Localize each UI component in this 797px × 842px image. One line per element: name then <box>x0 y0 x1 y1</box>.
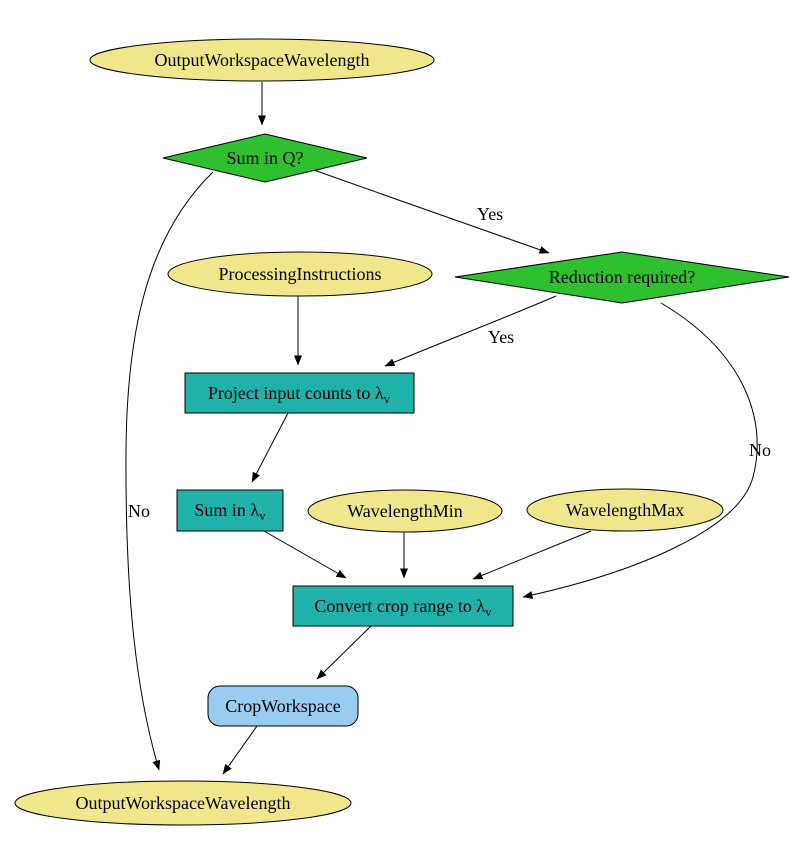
node-project-input-counts: Project input counts to λv <box>184 372 415 414</box>
edge-convert-to-cropworkspace <box>316 625 372 680</box>
edge-sum-in-q-yes-to-reduction <box>310 168 550 254</box>
node-output-workspace-top: OutputWorkspaceWavelength <box>89 38 435 82</box>
edge-sum-in-q-no-to-output-bottom <box>125 171 214 771</box>
node-crop-workspace-shape <box>207 685 359 727</box>
node-output-workspace-top-shape <box>89 38 435 82</box>
node-convert-crop-range-shape <box>292 585 514 627</box>
node-sum-in-lambda-shape <box>176 489 284 532</box>
node-project-input-counts-shape <box>184 372 415 414</box>
node-wavelength-max-label: WavelengthMax <box>566 500 685 520</box>
node-processing-instructions-shape <box>167 251 433 297</box>
edge-sum-in-lambda-to-convert <box>263 530 347 579</box>
node-wavelength-min-label: WavelengthMin <box>347 501 463 521</box>
node-wavelength-min: WavelengthMin <box>307 489 503 533</box>
node-reduction-required-label: Reduction required? <box>549 267 695 287</box>
node-output-workspace-bottom-label: OutputWorkspaceWavelength <box>75 793 290 813</box>
edge-project-to-sum-in-lambda <box>251 412 289 483</box>
node-project-input-counts-label-main: Project input counts to λ <box>208 383 384 403</box>
node-convert-crop-range-label-sub: v <box>485 604 492 619</box>
node-sum-in-lambda-label-main: Sum in λ <box>194 500 259 520</box>
node-crop-workspace-label: CropWorkspace <box>225 696 341 716</box>
edge-label-sum-in-q-yes: Yes <box>477 204 503 224</box>
node-sum-in-lambda: Sum in λv <box>176 489 284 532</box>
edge-reduction-yes-to-project <box>384 295 557 367</box>
node-project-input-counts-label-sub: v <box>384 391 391 406</box>
node-reduction-required: Reduction required? <box>454 251 790 304</box>
edge-wavelengthmax-to-convert <box>472 530 592 580</box>
node-sum-in-q-shape <box>162 133 368 183</box>
node-project-input-counts-label: Project input counts to λv <box>208 383 391 406</box>
edge-label-reduction-yes: Yes <box>488 327 514 347</box>
node-sum-in-q: Sum in Q? <box>162 133 368 183</box>
node-convert-crop-range-label: Convert crop range to λv <box>314 596 492 619</box>
node-crop-workspace: CropWorkspace <box>207 685 359 727</box>
node-convert-crop-range-label-main: Convert crop range to λ <box>314 596 485 616</box>
node-sum-in-lambda-label-sub: v <box>259 508 266 523</box>
edge-label-reduction-no: No <box>749 440 771 460</box>
node-output-workspace-bottom-shape <box>14 780 352 826</box>
node-convert-crop-range: Convert crop range to λv <box>292 585 514 627</box>
node-wavelength-max: WavelengthMax <box>526 488 724 532</box>
node-processing-instructions-label: ProcessingInstructions <box>219 264 382 284</box>
edge-cropworkspace-to-output-bottom <box>222 725 258 775</box>
edge-label-sum-in-q-no: No <box>128 501 150 521</box>
node-sum-in-lambda-label: Sum in λv <box>194 500 266 523</box>
node-sum-in-q-label: Sum in Q? <box>226 148 303 168</box>
node-output-workspace-top-label: OutputWorkspaceWavelength <box>154 50 369 70</box>
node-wavelength-min-shape <box>307 489 503 533</box>
node-wavelength-max-shape <box>526 488 724 532</box>
node-output-workspace-bottom: OutputWorkspaceWavelength <box>14 780 352 826</box>
node-reduction-required-shape <box>454 251 790 304</box>
node-processing-instructions: ProcessingInstructions <box>167 251 433 297</box>
edge-reduction-no-to-convert <box>522 302 758 599</box>
